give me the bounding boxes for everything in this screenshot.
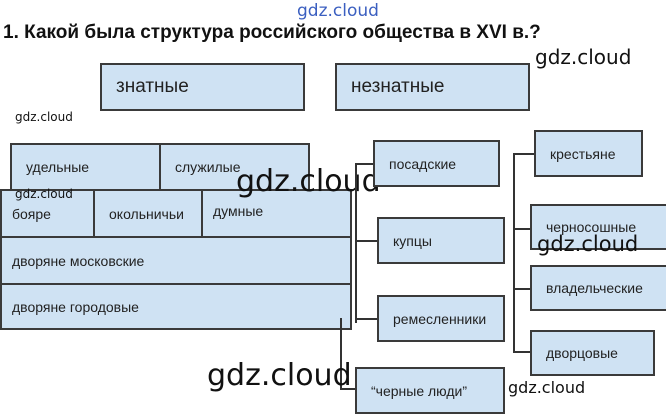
connector-line (340, 388, 355, 390)
connector-line (357, 318, 377, 320)
box-okolnichi: окольничьи (93, 189, 203, 238)
box-black-people: “черные люди” (355, 367, 505, 414)
connector-line (513, 288, 530, 290)
watermark: gdz.cloud (535, 45, 632, 69)
box-noble: знатные (100, 63, 305, 111)
box-sluzhilye: служилые (159, 143, 310, 191)
connector-line (355, 163, 357, 323)
connector-line (357, 240, 377, 242)
box-posad: посадские (373, 140, 500, 187)
watermark: gdz.cloud (297, 1, 379, 21)
box-common: незнатные (335, 63, 530, 111)
box-remeslenniki: ремесленники (377, 295, 505, 342)
connector-line (355, 163, 373, 165)
watermark: gdz.cloud (537, 232, 639, 256)
connector-line (340, 318, 342, 390)
watermark: gdz.cloud (207, 358, 352, 393)
connector-line (513, 153, 515, 353)
box-dvoryane-moscow: дворяне московские (0, 236, 352, 285)
box-vladelcheskie: владельческие (530, 265, 666, 311)
box-dvortsovye: дворцовые (530, 330, 655, 376)
connector-line (513, 153, 534, 155)
watermark: gdz.cloud (15, 187, 73, 201)
box-kuptsy: купцы (377, 217, 505, 264)
box-dumnye: думные (201, 189, 352, 238)
connector-line (513, 351, 530, 353)
watermark: gdz.cloud (236, 164, 381, 199)
box-udelnye: удельные (10, 143, 161, 191)
watermark: gdz.cloud (508, 378, 586, 397)
question-title: 1. Какой была структура российского обще… (3, 22, 541, 43)
box-chernososhnye: черносошные (530, 204, 666, 250)
box-peasants: крестьяне (534, 130, 643, 177)
box-dvoryane-city: дворяне городовые (0, 283, 352, 330)
watermark: gdz.cloud (15, 110, 73, 124)
connector-line (513, 228, 530, 230)
